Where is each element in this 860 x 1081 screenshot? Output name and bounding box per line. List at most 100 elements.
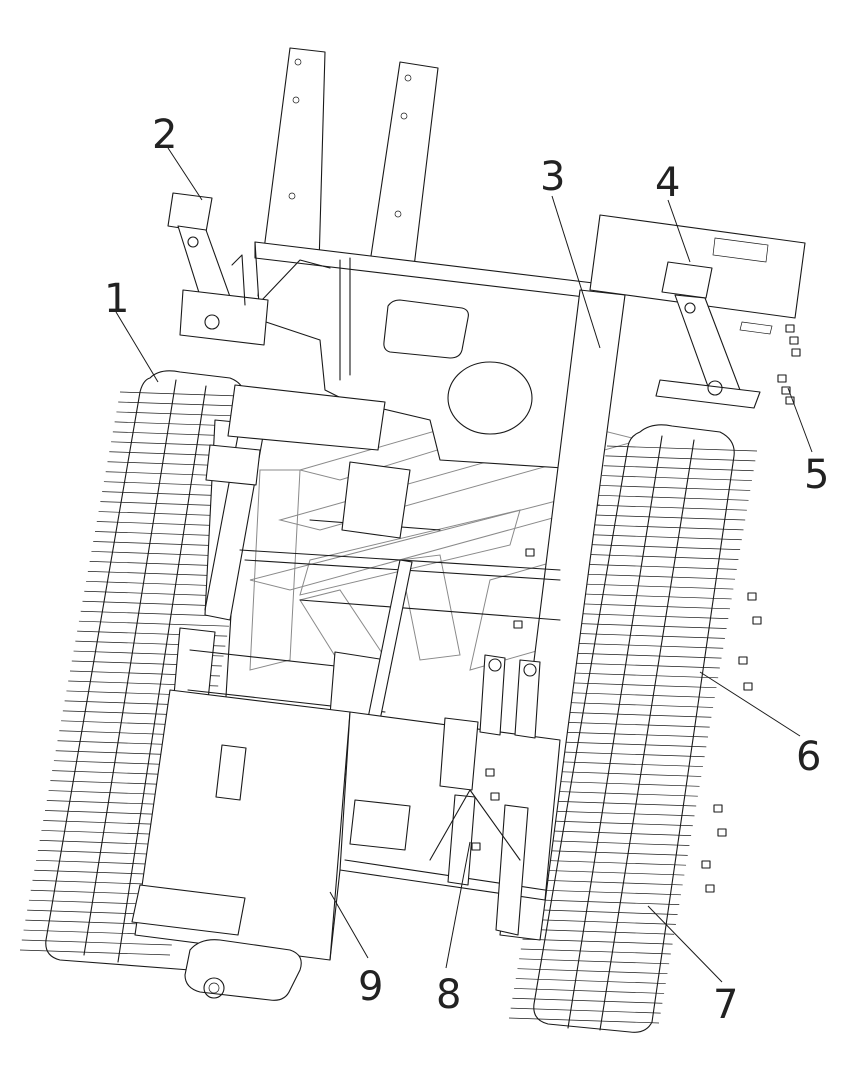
- right-track-tread-segment: [508, 1017, 660, 1024]
- right-track-tread-segment: [527, 909, 678, 915]
- right-track-tread-segment: [566, 682, 717, 689]
- right-track-tread-segment: [514, 988, 665, 994]
- callout-2: 2: [152, 112, 177, 158]
- right-track-tread-segment: [559, 721, 710, 728]
- bolt: [471, 842, 481, 851]
- right-track-tread-segment: [605, 455, 756, 462]
- right-track-tread-segment: [563, 702, 714, 708]
- bolt: [701, 860, 711, 869]
- right-track-tread-segment: [520, 948, 671, 955]
- right-track-tread-segment: [525, 919, 676, 925]
- left-track-tread-segment: [21, 939, 172, 946]
- right-track-tread-segment: [596, 504, 747, 511]
- cross-members: [173, 384, 413, 723]
- right-track-tread-segment: [541, 830, 692, 836]
- bolt: [791, 348, 801, 357]
- right-track-tread-segment: [524, 928, 675, 935]
- right-track-tread-segment: [512, 997, 663, 1004]
- right-track-tread-segment: [591, 534, 742, 541]
- bolt: [785, 396, 795, 405]
- callout-6: 6: [796, 734, 821, 780]
- bolt: [485, 768, 495, 777]
- right-track-tread-segment: [517, 968, 668, 975]
- left-track-tread-segment: [78, 620, 229, 627]
- right-track-tread-segment: [547, 790, 698, 797]
- callout-1: 1: [104, 276, 129, 322]
- right-track-tread-segment: [568, 672, 719, 679]
- right-track-tread-segment: [549, 780, 700, 787]
- right-track-tread-segment: [522, 938, 673, 945]
- bolt: [777, 374, 787, 383]
- right-track-tread-segment: [576, 623, 727, 629]
- right-track-tread-segment: [606, 445, 758, 452]
- right-track-tread-segment: [530, 889, 681, 896]
- callout-3: 3: [540, 154, 565, 200]
- right-track-tread-segment: [583, 583, 734, 590]
- right-track-tread-segment: [579, 603, 730, 610]
- right-track-tread-segment: [569, 662, 720, 669]
- bolt-set: [471, 324, 801, 893]
- callouts: 1 2 3 4 5 6 7 8 9: [104, 112, 829, 1028]
- bolt: [789, 336, 799, 345]
- bolt: [747, 592, 757, 601]
- right-track-tread-segment: [556, 741, 707, 748]
- right-track-tread-segment: [603, 465, 754, 472]
- right-track-tread-segment: [537, 849, 688, 856]
- bolt: [717, 828, 727, 837]
- right-track-tread-segment: [539, 840, 690, 846]
- right-track-tread-segment: [534, 869, 685, 876]
- bolt: [781, 386, 791, 395]
- right-track-tread-segment: [581, 593, 732, 600]
- bolt: [743, 682, 753, 691]
- right-track-tread-segment: [515, 978, 666, 984]
- right-track-tread-segment: [564, 692, 715, 698]
- right-track-tread-segment: [588, 554, 739, 560]
- right-track-tread-segment: [551, 771, 702, 777]
- right-track-tread-segment: [586, 563, 737, 570]
- right-track-tread-segment: [578, 613, 729, 620]
- right-track-tread-segment: [574, 633, 725, 639]
- right-track-tread-segment: [536, 859, 687, 866]
- right-track-tread-segment: [601, 475, 752, 481]
- bolt: [525, 548, 535, 557]
- left-track-tread-segment: [19, 949, 171, 956]
- right-track-tread-segment: [532, 879, 683, 886]
- right-track: [508, 424, 758, 1033]
- right-track-tread-segment: [529, 899, 680, 906]
- bolt: [738, 656, 748, 665]
- left-upright: [167, 192, 269, 346]
- lower-platform: [131, 689, 561, 1001]
- right-track-tread-segment: [546, 800, 697, 807]
- right-track-tread-segment: [595, 514, 746, 521]
- right-track-tread-segment: [561, 711, 712, 718]
- right-track-tread-segment: [542, 820, 693, 827]
- right-track-tread-segment: [600, 485, 751, 491]
- bolt: [705, 884, 715, 893]
- callout-5: 5: [804, 452, 829, 498]
- right-track-tread-segment: [590, 544, 741, 550]
- right-track-tread-segment: [510, 1007, 661, 1014]
- right-track-tread-segment: [519, 958, 670, 965]
- fork-rails: [257, 47, 439, 301]
- bolt: [752, 616, 762, 625]
- pivot-brackets: [429, 654, 541, 936]
- right-track-tread-segment: [585, 573, 736, 580]
- right-track-tread-segment: [593, 524, 744, 531]
- bolt: [713, 804, 723, 813]
- right-track-tread-segment: [557, 731, 709, 738]
- bolt: [785, 324, 795, 333]
- right-track-tread-segment: [598, 494, 749, 501]
- callout-7: 7: [713, 982, 738, 1028]
- right-track-tread-segment: [552, 761, 703, 767]
- right-track-tread-segment: [571, 652, 722, 659]
- bolt: [490, 792, 500, 801]
- leader-lines: [115, 147, 813, 983]
- callout-8: 8: [436, 972, 461, 1018]
- right-track-tread-segment: [544, 810, 695, 817]
- callout-9: 9: [358, 964, 383, 1010]
- bolt: [513, 620, 523, 629]
- right-track-tread-segment: [554, 751, 705, 758]
- right-upright: [589, 214, 806, 409]
- right-track-tread-segment: [573, 642, 724, 649]
